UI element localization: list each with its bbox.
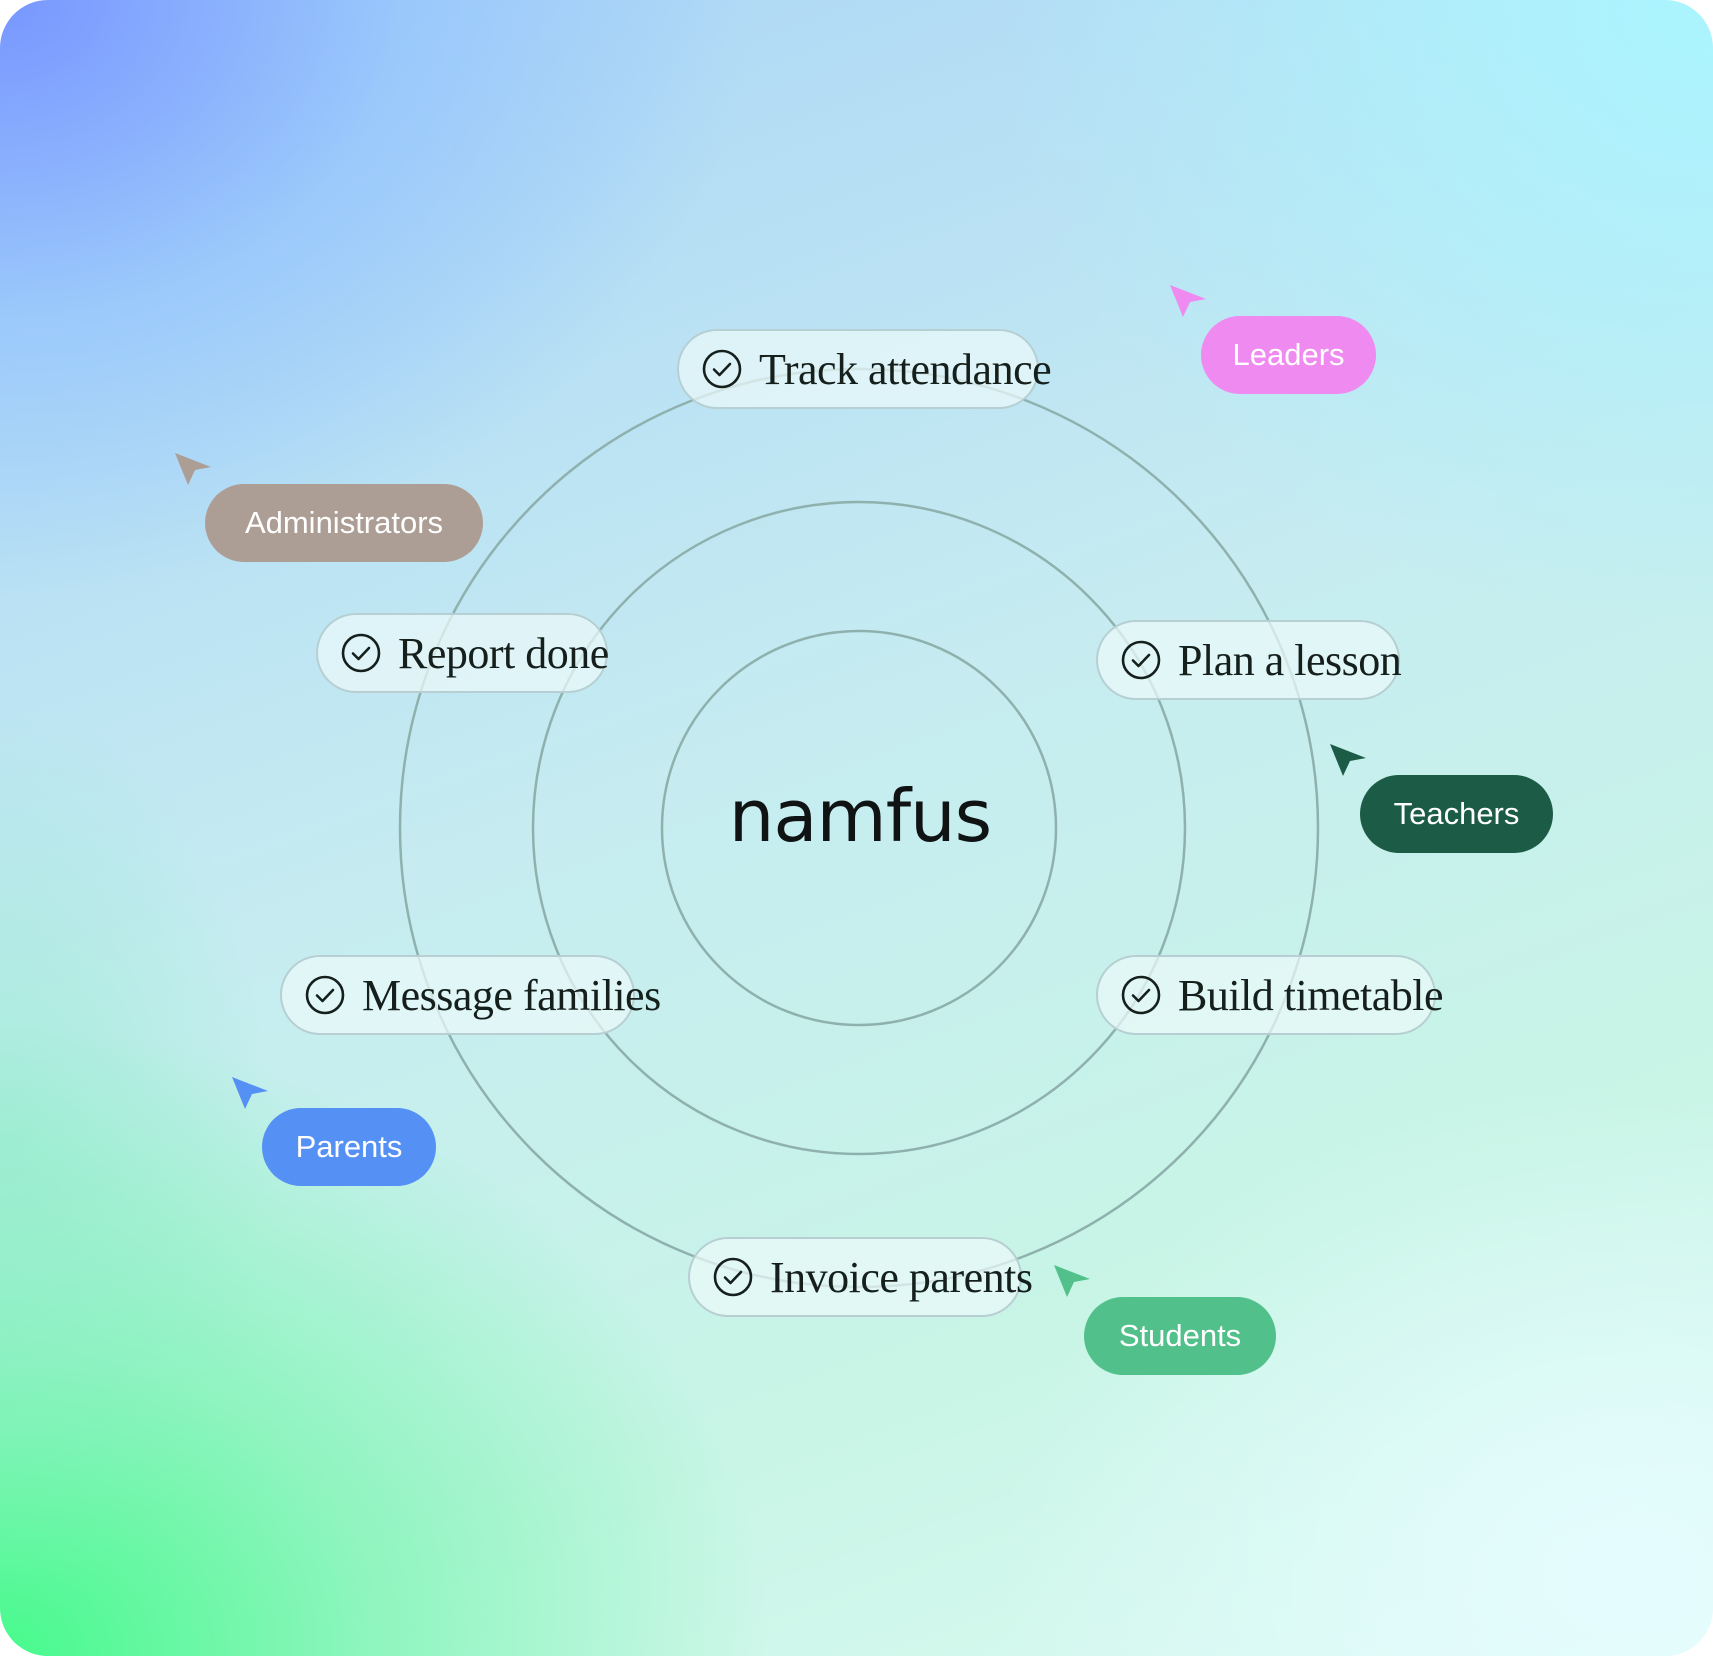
check-circle-icon xyxy=(702,349,742,389)
task-report-done[interactable]: Report done xyxy=(316,613,609,693)
task-label: Report done xyxy=(398,628,609,678)
namfus-logo: namfus xyxy=(728,774,992,858)
task-invoice-parents[interactable]: Invoice parents xyxy=(688,1237,1033,1317)
cursor-arrow-icon xyxy=(232,1077,268,1109)
check-circle-icon xyxy=(1121,640,1161,680)
task-plan-a-lesson[interactable]: Plan a lesson xyxy=(1096,620,1402,700)
task-label: Message families xyxy=(362,970,661,1020)
middle-ring xyxy=(531,500,1187,1156)
cursor-arrow-icon xyxy=(175,453,211,485)
role-badge-teachers: Teachers xyxy=(1360,775,1553,853)
cursor-arrow-icon xyxy=(1054,1265,1090,1297)
task-track-attendance[interactable]: Track attendance xyxy=(677,329,1052,409)
check-circle-icon xyxy=(341,633,381,673)
cursor-arrow-icon xyxy=(1170,285,1206,317)
role-badge-students: Students xyxy=(1084,1297,1276,1375)
check-circle-icon xyxy=(1121,975,1161,1015)
role-badge-parents: Parents xyxy=(262,1108,436,1186)
check-circle-icon xyxy=(305,975,345,1015)
inner-ring xyxy=(660,629,1058,1027)
task-label: Invoice parents xyxy=(770,1252,1033,1302)
task-label: Track attendance xyxy=(759,344,1052,394)
check-circle-icon xyxy=(713,1257,753,1297)
task-label: Build timetable xyxy=(1178,970,1444,1020)
task-build-timetable[interactable]: Build timetable xyxy=(1096,955,1444,1035)
role-badge-administrators: Administrators xyxy=(205,484,483,562)
task-message-families[interactable]: Message families xyxy=(280,955,661,1035)
task-label: Plan a lesson xyxy=(1178,635,1402,685)
role-badge-leaders: Leaders xyxy=(1201,316,1376,394)
cursor-arrow-icon xyxy=(1330,744,1366,776)
